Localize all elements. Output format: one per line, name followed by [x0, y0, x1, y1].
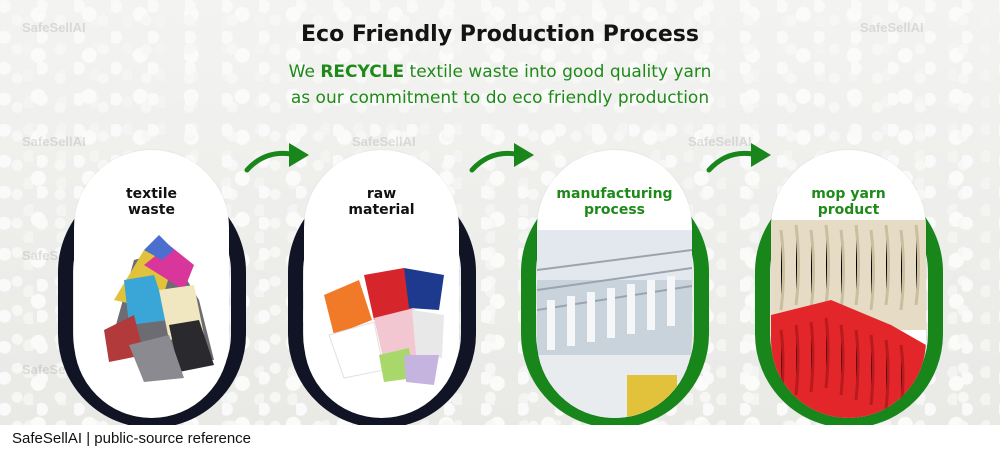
- subtitle-prefix: We: [288, 62, 315, 82]
- raw-material-scraps-image: [324, 268, 444, 385]
- step-label: manufacturing process: [556, 186, 673, 218]
- mop-yarn-image: [771, 220, 926, 418]
- step-label: textile waste: [125, 186, 177, 218]
- arrow-right-icon: [469, 143, 534, 173]
- subtitle-line-1: We RECYCLE textile waste into good quali…: [0, 62, 1000, 82]
- step-label: raw material: [348, 186, 415, 218]
- subtitle-suffix: textile waste into good quality yarn: [409, 62, 712, 82]
- spinning-factory-image: [537, 230, 692, 418]
- step-pill: raw material: [304, 150, 459, 418]
- step-label: mop yarn product: [811, 186, 886, 218]
- textile-waste-pile-image: [104, 235, 214, 382]
- step-manufacturing-process: manufacturing process: [521, 150, 711, 425]
- arrow-right-icon: [706, 143, 771, 173]
- step-textile-waste: textile waste: [58, 150, 248, 425]
- subtitle-recycle-emphasis: RECYCLE: [320, 62, 405, 82]
- watermark: SafeSellAI: [22, 20, 86, 35]
- step-pill: manufacturing process: [537, 150, 692, 418]
- watermark: SafeSellAI: [860, 20, 924, 35]
- subtitle-line-2: as our commitment to do eco friendly pro…: [290, 88, 710, 108]
- step-pill: textile waste: [74, 150, 229, 418]
- arrow-right-icon: [244, 143, 309, 173]
- source-footer: SafeSellAI | public-source reference: [0, 425, 1000, 453]
- watermark: SafeSellAI: [688, 134, 752, 149]
- step-pill: mop yarn product: [771, 150, 926, 418]
- step-mop-yarn-product: mop yarn product: [755, 150, 945, 425]
- page-title: Eco Friendly Production Process: [301, 22, 699, 47]
- watermark: SafeSellAI: [22, 134, 86, 149]
- infographic: SafeSellAI SafeSellAI SafeSellAI SafeSel…: [0, 0, 1000, 425]
- step-raw-material: raw material: [288, 150, 478, 425]
- watermark: SafeSellAI: [352, 134, 416, 149]
